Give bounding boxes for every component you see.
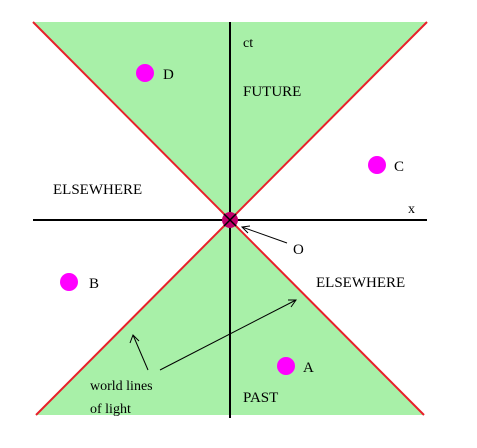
event-b-label: B <box>89 276 99 292</box>
event-c-dot <box>368 156 386 174</box>
origin-cross-mark-2 <box>223 213 237 227</box>
future-label: FUTURE <box>243 84 301 100</box>
past-label: PAST <box>243 390 278 406</box>
annotation-arrowhead-left <box>129 334 140 344</box>
annotation-line-1: world lines <box>90 379 153 394</box>
annotation-arrow-right <box>159 299 297 371</box>
origin-arrowhead <box>240 225 251 234</box>
x-axis-label: x <box>408 202 415 217</box>
origin-label: O <box>293 242 304 258</box>
event-a-dot <box>277 357 295 375</box>
annotation-arrow-left <box>132 334 149 371</box>
event-c-label: C <box>394 159 404 175</box>
event-a-label: A <box>303 360 314 376</box>
annotation-line-2: of light <box>90 402 131 417</box>
origin-arrow-line <box>241 226 288 244</box>
event-d-dot <box>136 64 154 82</box>
elsewhere-left-label: ELSEWHERE <box>53 182 142 198</box>
event-d-label: D <box>163 67 174 83</box>
ct-axis-label: ct <box>243 36 253 51</box>
elsewhere-right-label: ELSEWHERE <box>316 275 405 291</box>
event-b-dot <box>60 273 78 291</box>
annotation-arrowhead-right <box>288 299 297 308</box>
